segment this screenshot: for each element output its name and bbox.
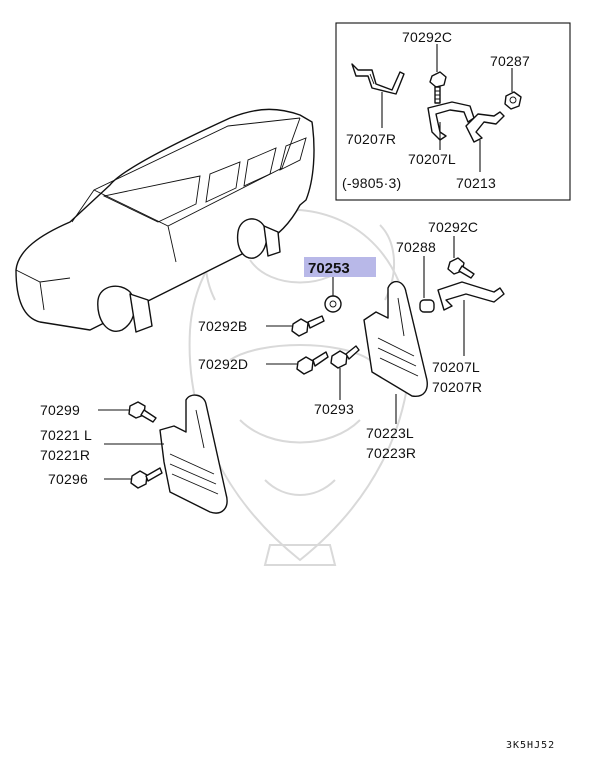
label-70207R-top[interactable]: 70207R: [346, 131, 396, 147]
bracket-70207L-top: [427, 101, 475, 141]
label-70213[interactable]: 70213: [456, 175, 496, 191]
bolt-70293: [330, 345, 360, 369]
label-70288[interactable]: 70288: [396, 239, 436, 255]
bolt-70292B: [291, 315, 325, 337]
bolt-70299: [128, 401, 157, 423]
washer-70253: [324, 295, 342, 313]
mudguard-70223: [363, 281, 428, 397]
bolt-70292D: [296, 351, 329, 375]
bolt-70296: [130, 467, 163, 489]
nut-70287: [504, 91, 522, 110]
diagram-code: 3K5HJ52: [506, 740, 555, 751]
bracket-70207R-top: [351, 63, 405, 95]
label-70223R[interactable]: 70223R: [366, 445, 416, 461]
label-70287[interactable]: 70287: [490, 53, 530, 69]
label-70293[interactable]: 70293: [314, 401, 354, 417]
label-70207R[interactable]: 70207R: [432, 379, 482, 395]
detail-box: [335, 22, 571, 201]
range-note: (-9805·3): [342, 175, 401, 191]
bolt-70292C-top: [429, 71, 447, 104]
label-70296[interactable]: 70296: [48, 471, 88, 487]
bracket-70207: [437, 281, 505, 311]
label-70292B[interactable]: 70292B: [198, 318, 247, 334]
label-70221R[interactable]: 70221R: [40, 447, 90, 463]
label-70253[interactable]: 70253: [308, 260, 350, 277]
vehicle-outline: [15, 108, 315, 333]
label-70223L[interactable]: 70223L: [366, 425, 414, 441]
label-70207L-top[interactable]: 70207L: [408, 151, 456, 167]
mudguard-70221: [159, 394, 228, 514]
label-70292D[interactable]: 70292D: [198, 356, 248, 372]
label-70299[interactable]: 70299: [40, 402, 80, 418]
bolt-70292C: [447, 257, 475, 279]
highlight-box: [304, 257, 376, 277]
label-70292C-top[interactable]: 70292C: [402, 29, 452, 45]
label-70292C[interactable]: 70292C: [428, 219, 478, 235]
bracket-70213: [465, 111, 505, 143]
label-70221L[interactable]: 70221 L: [40, 427, 92, 443]
collar-70288: [419, 299, 435, 313]
label-70207L[interactable]: 70207L: [432, 359, 480, 375]
